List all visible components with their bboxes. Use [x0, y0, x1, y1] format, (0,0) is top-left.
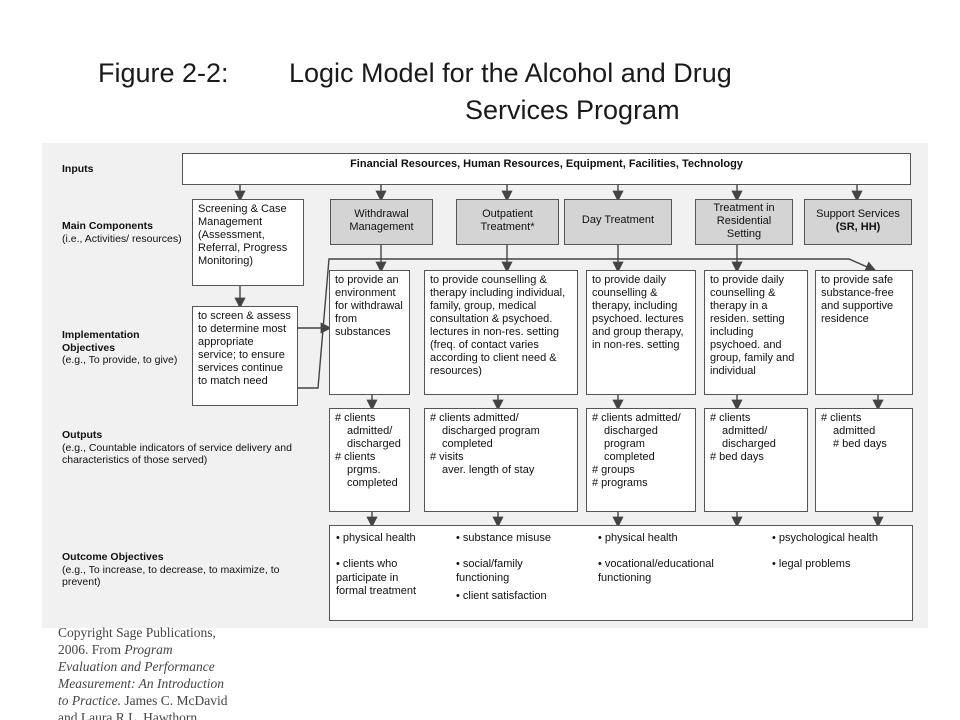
- impl-support-services: to provide safe substance-free and suppo…: [815, 270, 913, 395]
- outcomes-box: • physical health • clients who particip…: [329, 525, 913, 621]
- outcome-item: • vocational/educational functioning: [598, 558, 714, 584]
- figure-number: Figure 2-2:: [98, 58, 229, 88]
- component-outpatient: Outpatient Treatment*: [456, 199, 559, 245]
- copyright-notice: Copyright Sage Publications, 2006. From …: [58, 625, 228, 720]
- outputs-outpatient: # clients admitted/ discharged program c…: [424, 408, 578, 512]
- outputs-support-services: # clients admitted # bed days: [815, 408, 913, 512]
- outcome-item: • clients who participate in formal trea…: [336, 558, 417, 597]
- component-residential: Treatment in Residential Setting: [695, 199, 793, 245]
- outputs-residential: # clients admitted/ discharged # bed day…: [704, 408, 808, 512]
- impl-withdrawal: to provide an environment for withdrawal…: [329, 270, 410, 395]
- component-day-treatment: Day Treatment: [564, 199, 672, 245]
- inputs-box: Financial Resources, Human Resources, Eq…: [182, 153, 911, 185]
- outcome-item: • legal problems: [772, 558, 851, 570]
- impl-outpatient: to provide counselling & therapy includi…: [424, 270, 578, 395]
- impl-day-treatment: to provide daily counselling & therapy, …: [586, 270, 696, 395]
- row-label-main-components: Main Components(i.e., Activities/ resour…: [62, 220, 182, 245]
- component-support-services: Support Services(SR, HH): [804, 199, 912, 245]
- row-label-inputs: Inputs: [62, 163, 94, 175]
- outcome-item: • social/family functioning: [456, 558, 523, 584]
- row-label-implementation: Implementation Objectives(e.g., To provi…: [62, 329, 178, 366]
- outputs-day-treatment: # clients admitted/ discharged program c…: [586, 408, 696, 512]
- figure-title-line2: Services Program: [465, 95, 680, 125]
- impl-screening: to screen & assess to determine most app…: [192, 306, 298, 406]
- row-label-outcomes: Outcome Objectives(e.g., To increase, to…: [62, 551, 280, 588]
- outcome-item: • psychological health: [772, 532, 878, 544]
- component-screening: Screening & Case Management (Assessment,…: [192, 199, 304, 286]
- component-withdrawal: Withdrawal Management: [330, 199, 433, 245]
- outcome-item: • physical health: [336, 532, 416, 544]
- outputs-withdrawal: # clients admitted/ discharged # clients…: [329, 408, 410, 512]
- logic-model-diagram: Inputs Main Components(i.e., Activities/…: [42, 143, 928, 628]
- impl-residential: to provide daily counselling & therapy i…: [704, 270, 808, 395]
- outcome-item: • substance misuse: [456, 532, 551, 544]
- outcome-item: • client satisfaction: [456, 590, 547, 602]
- outcome-item: • physical health: [598, 532, 678, 544]
- row-label-outputs: Outputs(e.g., Countable indicators of se…: [62, 429, 292, 466]
- connector-arrows: [234, 185, 884, 528]
- figure-title-text: Logic Model for the Alcohol and Drug: [289, 58, 732, 88]
